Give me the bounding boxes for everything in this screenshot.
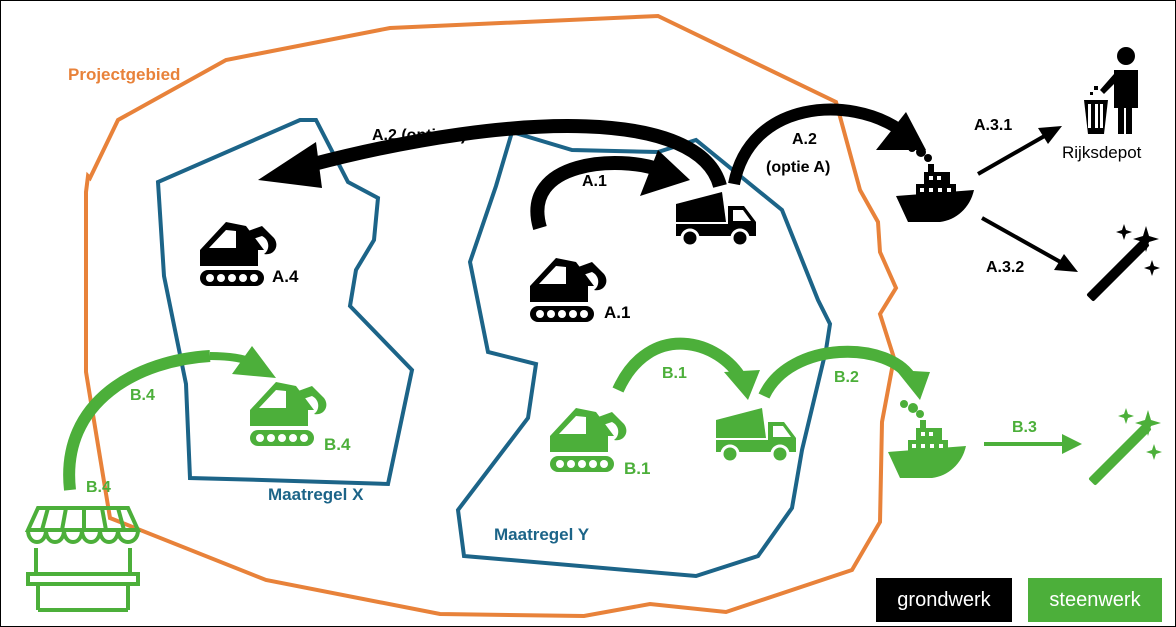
arrow-a1 [530, 150, 690, 230]
project-area-label: Projectgebied [68, 65, 180, 84]
label-a32: A.3.2 [986, 259, 1024, 276]
label-b4-arrow: B.4 [130, 387, 155, 404]
market-stall-icon [24, 506, 142, 612]
label-b2: B.2 [834, 369, 859, 386]
arrow-b4-market [63, 346, 276, 491]
excavator-icon [550, 408, 627, 472]
label-b1-arrow: B.1 [662, 365, 687, 382]
magic-wand-icon [1088, 408, 1162, 486]
excavator-icon [530, 258, 607, 322]
label-a4-excavator: A.4 [272, 267, 299, 286]
legend-stonework: steenwerk [1028, 578, 1162, 622]
person-trash-icon [1084, 47, 1138, 134]
arrow-a32 [981, 216, 1078, 272]
arrow-a2-optie-b [258, 119, 727, 189]
label-b4-excavator: B.4 [324, 435, 351, 454]
label-b1-excavator: B.1 [624, 459, 650, 478]
dump-truck-icon [714, 406, 798, 464]
arrow-a31 [977, 126, 1062, 176]
label-a1-arrow: A.1 [582, 173, 607, 190]
measure-x-outline [155, 118, 415, 487]
ship-icon [896, 144, 974, 222]
measure-y-outline [455, 129, 833, 579]
magic-wand-icon [1086, 224, 1160, 302]
label-a1-excavator: A.1 [604, 303, 630, 322]
label-a2-optie-a-line1: A.2 [792, 131, 817, 148]
label-a31: A.3.1 [974, 117, 1012, 134]
arrow-b2 [758, 345, 930, 400]
dump-truck-icon [674, 190, 758, 248]
label-rijksdepot: Rijksdepot [1062, 143, 1142, 162]
measure-y-label: Maatregel Y [494, 525, 590, 544]
ship-icon [888, 400, 966, 478]
excavator-icon [250, 382, 327, 446]
project-area-outline [84, 13, 899, 619]
arrow-b1 [612, 337, 760, 400]
label-a2-optie-b: A.2 (optie B) [372, 127, 466, 144]
legend-groundwork: grondwerk [876, 578, 1012, 622]
measure-x-label: Maatregel X [268, 485, 364, 504]
label-b4-market: B.4 [86, 479, 111, 496]
label-a2-optie-a-line2: (optie A) [766, 159, 830, 176]
arrow-a2-optie-a [728, 103, 926, 186]
label-b3: B.3 [1012, 419, 1037, 436]
excavator-icon [200, 222, 277, 286]
arrow-b3 [984, 434, 1082, 454]
